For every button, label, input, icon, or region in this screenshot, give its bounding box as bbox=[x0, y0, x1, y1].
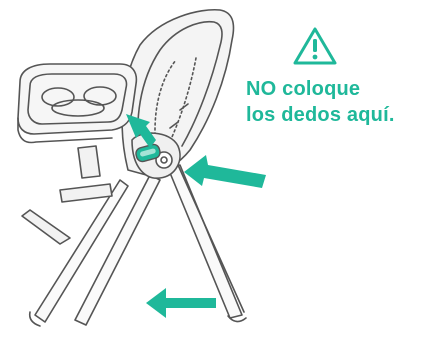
warning-triangle-icon bbox=[293, 27, 337, 65]
warning-line-2: los dedos aquí. bbox=[246, 104, 395, 126]
footrest bbox=[21, 145, 113, 245]
arrow-icon bbox=[184, 155, 266, 188]
arrow-icon bbox=[126, 114, 156, 148]
warning-line-1: NO coloque bbox=[246, 78, 361, 100]
release-knob bbox=[135, 143, 161, 163]
tray bbox=[17, 63, 138, 144]
arrow-icon bbox=[146, 288, 216, 318]
warning-message: NO coloque los dedos aquí. bbox=[246, 76, 435, 128]
